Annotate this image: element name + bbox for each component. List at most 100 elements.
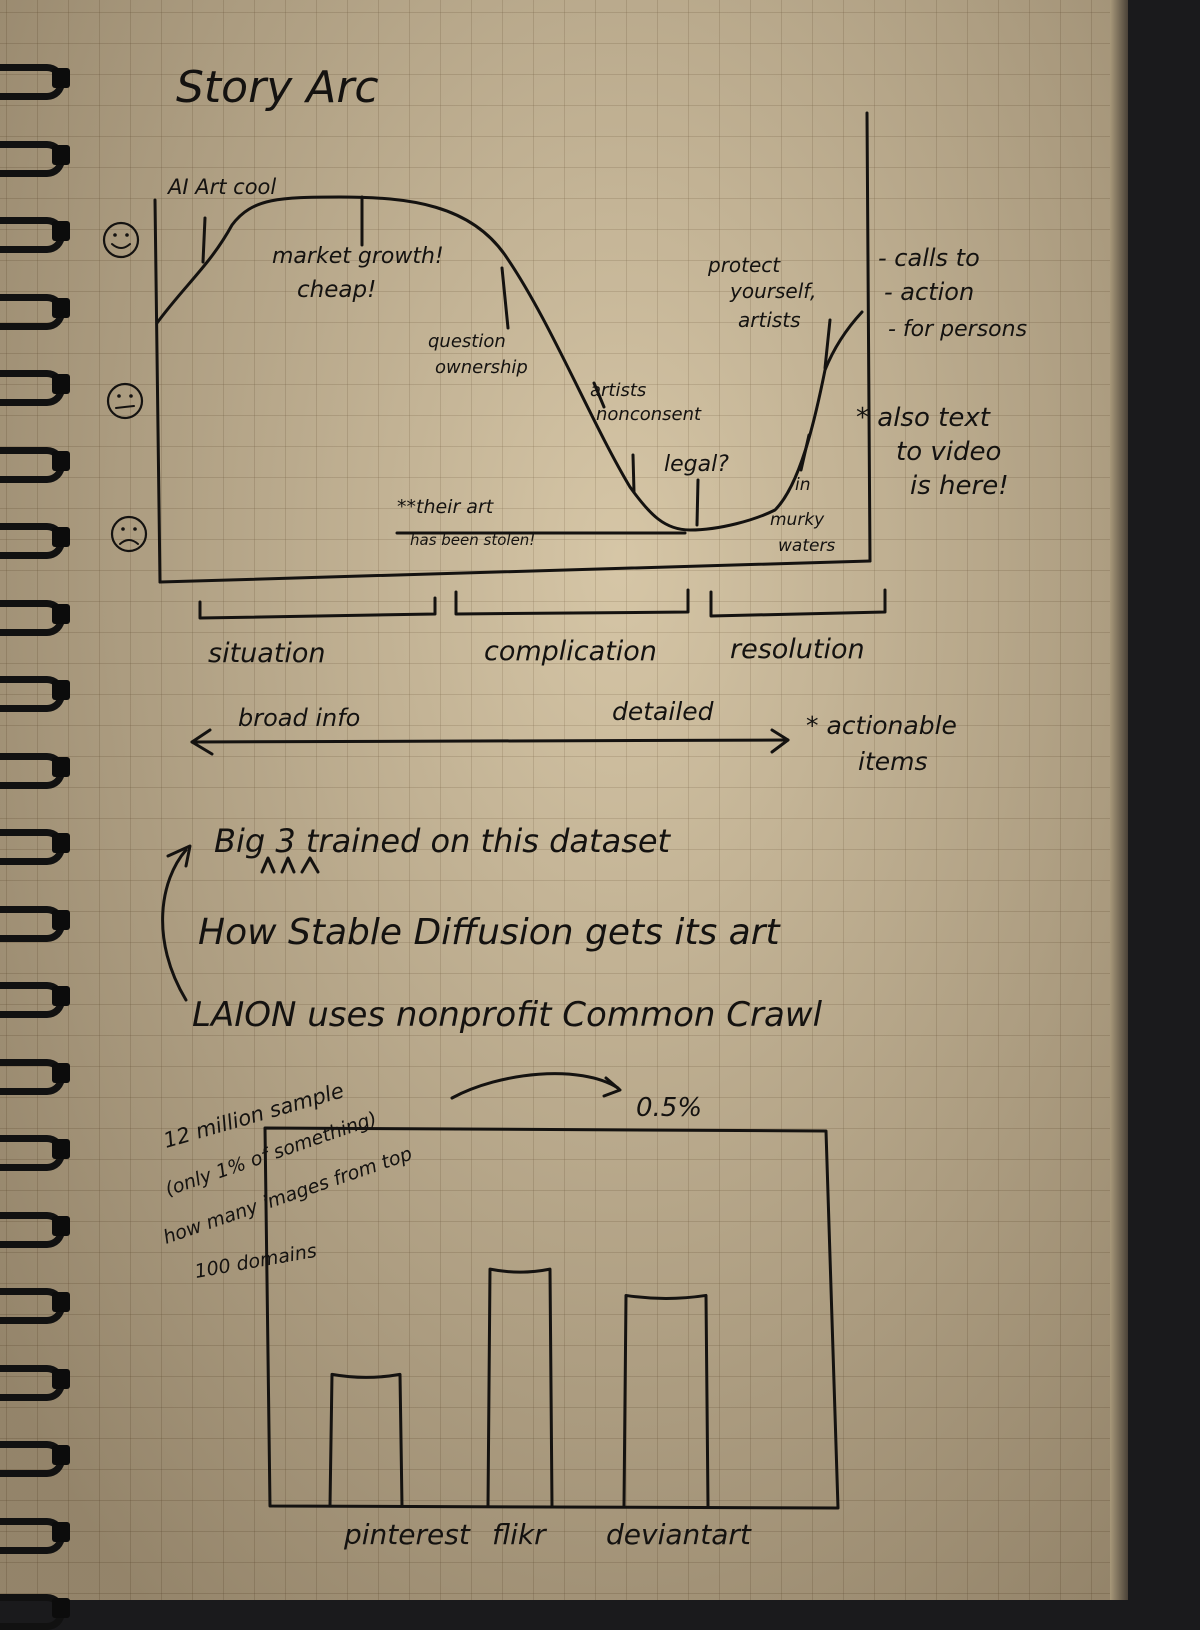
label-in: in — [795, 475, 811, 495]
bracket-complication — [454, 588, 690, 616]
bar-pinterest — [328, 1372, 404, 1508]
binding-coil — [0, 288, 92, 330]
scale-actionable: * actionable — [806, 711, 957, 740]
scale-arrow-left-head — [190, 728, 214, 756]
bracket-resolution — [709, 588, 887, 618]
tick-ai-art — [201, 216, 207, 264]
bar-chart-frame — [263, 1126, 840, 1510]
binding-coil — [0, 1129, 92, 1171]
label-murky: murky — [770, 510, 825, 530]
scale-detailed: detailed — [612, 697, 714, 726]
note-action: - action — [884, 278, 974, 306]
bar-label-flikr: flikr — [492, 1518, 547, 1551]
label-yourself: yourself, — [729, 279, 816, 303]
coil-hole — [52, 297, 70, 318]
tick-legal-2 — [695, 478, 700, 527]
scale-broad-info: broad info — [238, 704, 360, 732]
binding-coil — [0, 823, 92, 865]
note-big-3: Big 3 trained on this dataset — [214, 822, 672, 860]
arc-left-axis — [153, 198, 162, 584]
note-calls-to: - calls to — [878, 244, 980, 272]
bar-deviantart — [622, 1293, 710, 1508]
binding-coil — [0, 670, 92, 712]
bracket-situation — [198, 596, 437, 620]
tick-protect — [823, 318, 832, 370]
coil-hole — [52, 756, 70, 777]
binding-coil — [0, 594, 92, 636]
note-is-here: is here! — [910, 471, 1009, 501]
coil-hole — [52, 374, 70, 394]
coil-hole — [52, 450, 70, 471]
label-protect: protect — [707, 253, 781, 277]
binding-coil — [0, 900, 92, 942]
binding-coil — [0, 517, 92, 559]
coil-hole — [52, 527, 70, 547]
percent-arrow-head — [602, 1076, 622, 1098]
page-edge — [1110, 0, 1128, 1600]
binding-coil — [0, 441, 92, 483]
note-stable-diffusion: How Stable Diffusion gets its art — [198, 912, 782, 953]
binding-coil — [0, 1512, 92, 1554]
happy-face-icon — [102, 221, 140, 259]
binding-coil — [0, 1053, 92, 1095]
tick-murky — [799, 433, 811, 472]
tick-nonconsent — [592, 381, 606, 409]
bar-label-deviantart: deviantart — [606, 1518, 752, 1551]
notebook-page — [0, 0, 1128, 1600]
scale-arrow — [190, 738, 790, 744]
bar-chart-labels: pinterest flikr deviantart — [343, 1518, 752, 1551]
binding-coil — [0, 1282, 92, 1324]
coil-hole — [52, 1139, 70, 1159]
label-market-growth: market growth! — [272, 244, 444, 269]
section-situation: situation — [208, 638, 326, 669]
binding-coil — [0, 1435, 92, 1477]
spiral-binding — [0, 0, 115, 1630]
bar-note-percent: 0.5% — [636, 1093, 702, 1123]
coil-hole — [52, 1445, 70, 1465]
binding-coil — [0, 135, 92, 177]
scale-arrow-right-head — [770, 728, 790, 754]
label-waters: waters — [778, 536, 835, 556]
label-artists-protect: artists — [738, 308, 801, 332]
coil-hole — [52, 909, 70, 930]
coil-hole — [52, 833, 70, 853]
note-for-persons: - for persons — [888, 317, 1027, 342]
coil-hole — [52, 1368, 70, 1389]
binding-coil — [0, 747, 92, 789]
label-their-art: **their art — [397, 496, 495, 518]
percent-arrow — [450, 1072, 620, 1100]
coil-hole — [52, 221, 70, 241]
binding-coil — [0, 1206, 92, 1248]
notes-brace-arrow — [166, 844, 192, 868]
section-resolution: resolution — [730, 634, 865, 665]
coil-hole — [52, 1215, 70, 1236]
binding-coil — [0, 364, 92, 406]
section-complication: complication — [484, 636, 657, 667]
label-ai-art-cool: AI Art cool — [166, 175, 276, 199]
page-title: Story Arc — [176, 62, 379, 113]
scale-items: items — [858, 747, 928, 776]
bar-chart-bars — [328, 1267, 710, 1508]
arc-right-axis — [865, 111, 872, 563]
unsure-face-icon — [106, 382, 144, 420]
coil-hole — [52, 680, 70, 700]
tick-question — [500, 266, 510, 330]
note-to-video: to video — [896, 437, 1001, 467]
binding-coil — [0, 976, 92, 1018]
binding-coil — [0, 211, 92, 253]
coil-hole — [52, 68, 70, 88]
label-artists: artists — [590, 380, 646, 401]
label-cheap: cheap! — [297, 277, 376, 303]
arc-bottom-axis — [158, 559, 872, 584]
notes-brace — [161, 848, 188, 1002]
coil-hole — [52, 1292, 70, 1312]
binding-coil — [0, 58, 92, 100]
bar-flikr — [486, 1267, 554, 1508]
bar-note-domains: 100 domains — [193, 1240, 318, 1283]
coil-hole — [52, 986, 70, 1006]
note-also-text: * also text — [856, 403, 991, 433]
note-laion: LAION uses nonprofit Common Crawl — [192, 995, 823, 1035]
binding-coil — [0, 1359, 92, 1401]
bar-label-pinterest: pinterest — [343, 1518, 471, 1551]
